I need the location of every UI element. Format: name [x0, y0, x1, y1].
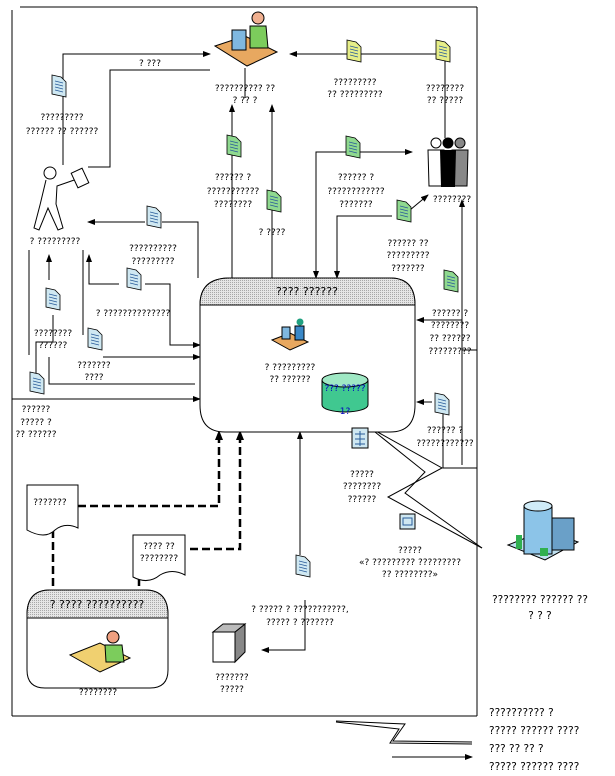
- diagram-label: ?? ??????: [15, 430, 56, 440]
- blue-doc-icon: [295, 554, 311, 578]
- diagram-label: ????: [84, 373, 103, 383]
- office-building-icon: [506, 500, 580, 561]
- diagram-label: ????????: [214, 200, 252, 210]
- diagram-label: ?????? ?: [215, 173, 252, 183]
- workstation-icon-top: [213, 11, 279, 67]
- diagram-label: ???????: [391, 264, 425, 274]
- diagram-label: ???????? ?????? ??: [492, 594, 588, 606]
- archive-box-icon: [211, 622, 247, 664]
- diagram-label: ????????????: [327, 187, 385, 197]
- diagram-label: ?????????: [41, 113, 84, 123]
- diagram-label: ?? ??????: [429, 334, 470, 344]
- yellow-doc-icon: [346, 39, 362, 63]
- blue-doc-icon: [146, 205, 162, 229]
- diagram-label: ???????????: [207, 187, 260, 197]
- diagram-label: ?????????? ?: [489, 707, 554, 719]
- blue-doc-icon: [434, 392, 450, 416]
- db-number: 1?: [340, 407, 351, 417]
- diagram-label: ? ? ?: [528, 610, 551, 622]
- paper-document-1[interactable]: ???????: [26, 484, 79, 536]
- diagram-label: ?????? ?: [432, 309, 469, 319]
- diagram-label: ? ?????????: [265, 363, 316, 373]
- paper-document-2[interactable]: ???? ?? ????????: [132, 534, 186, 581]
- diagram-label: ????????: [34, 329, 72, 339]
- diagram-label: ? ?????????: [30, 237, 81, 247]
- database-icon[interactable]: ??? ????? 1?: [321, 372, 369, 417]
- diagram-label: ?????? ?: [427, 426, 464, 436]
- diagram-label: ?????: [398, 546, 422, 556]
- diagram-label: ???????: [215, 673, 249, 683]
- green-doc-icon: [396, 199, 412, 223]
- labels: ?????????? ?? ? ?? ? ????????? ?? ??????…: [15, 59, 587, 773]
- small-doc-icon: [399, 513, 416, 530]
- diagram-label: ?????????: [132, 257, 175, 267]
- main-system-box[interactable]: ???? ??????: [199, 277, 416, 433]
- diagram-label: ?????????: [334, 78, 377, 88]
- diagram-label: ???????: [77, 361, 111, 371]
- diagram-label: ? ??????????????: [96, 309, 171, 319]
- diagram-label: ?????: [220, 685, 244, 695]
- green-doc-icon: [266, 189, 282, 213]
- diagram-label: ?????? ?? ??????: [26, 127, 99, 137]
- diagram-label: ????? ?: [20, 418, 52, 428]
- green-doc-icon: [226, 134, 242, 158]
- diagram-label: ????????: [433, 195, 471, 205]
- green-doc-icon: [345, 135, 361, 159]
- diagram-label: ?? ????????»: [382, 570, 438, 580]
- workplace-box-title: ? ???? ??????????: [50, 598, 145, 611]
- diagram-label: ?????: [350, 470, 374, 480]
- diagram-label: ????????: [426, 84, 464, 94]
- diagram-label: ??? ?? ?? ?: [489, 743, 544, 755]
- diagram-label: ? ????? ? ???????????,: [251, 605, 348, 615]
- paper-1-label: ???????: [33, 498, 67, 508]
- connectors: [12, 51, 483, 653]
- blue-doc-icon: [45, 287, 61, 311]
- diagram-label: ????????????: [416, 439, 474, 449]
- diagram-label: «? ????????? ?????????: [359, 558, 461, 568]
- yellow-doc-icon: [435, 39, 451, 63]
- workstation-icon-main: [270, 318, 310, 351]
- diagram-label: ?? ?????????: [327, 90, 383, 100]
- paper-2-label-1: ???? ??: [143, 542, 175, 552]
- diagram-label: ?????? ??: [387, 239, 428, 249]
- diagram-label: ???????: [339, 200, 373, 210]
- diagram-label: ????? ?????? ????: [489, 761, 579, 773]
- diagram-label: ????? ?????? ????: [489, 725, 579, 737]
- blue-doc-icon: [126, 267, 142, 291]
- diagram-label: ??????: [39, 341, 68, 351]
- blue-doc-icon: [51, 74, 67, 98]
- main-box-title: ???? ??????: [276, 285, 338, 298]
- diagram-label: ?? ?????: [427, 96, 464, 106]
- blue-doc-icon: [29, 371, 45, 395]
- diagram-label: ??????: [22, 405, 51, 415]
- diagram-label: ????????: [343, 482, 381, 492]
- green-doc-icon: [443, 269, 459, 293]
- person-walking-icon: [33, 166, 90, 231]
- people-group-icon: [427, 137, 469, 187]
- diagram-label: ? ?? ?: [233, 96, 258, 106]
- workplace-box[interactable]: ? ???? ??????????: [26, 589, 169, 689]
- diagram-label: ?????????: [429, 347, 472, 357]
- document-icons: [29, 39, 459, 578]
- diagram-label: ?????????? ??: [215, 84, 275, 94]
- diagram-label: ??????: [348, 495, 377, 505]
- grid-doc-icon: [351, 427, 369, 449]
- diagram-label: ????????: [79, 688, 117, 698]
- diagram-label: ?? ??????: [269, 375, 310, 385]
- diagram-label: ????????: [431, 321, 469, 331]
- diagram-label: ????? ? ???????: [266, 618, 334, 628]
- legend-symbols: [335, 720, 473, 760]
- diagram-label: ?????????: [387, 251, 430, 261]
- diagram-label: ?????? ?: [338, 173, 375, 183]
- frame: [11, 6, 478, 717]
- blue-doc-icon: [87, 327, 103, 351]
- worker-icon: [68, 630, 132, 673]
- paper-2-label-2: ????????: [140, 554, 178, 564]
- diagram-label: ??????????: [129, 244, 177, 254]
- diagram-label: ? ????: [259, 228, 286, 238]
- db-label: ??? ?????: [324, 384, 365, 394]
- diagram-label: ? ???: [139, 59, 161, 69]
